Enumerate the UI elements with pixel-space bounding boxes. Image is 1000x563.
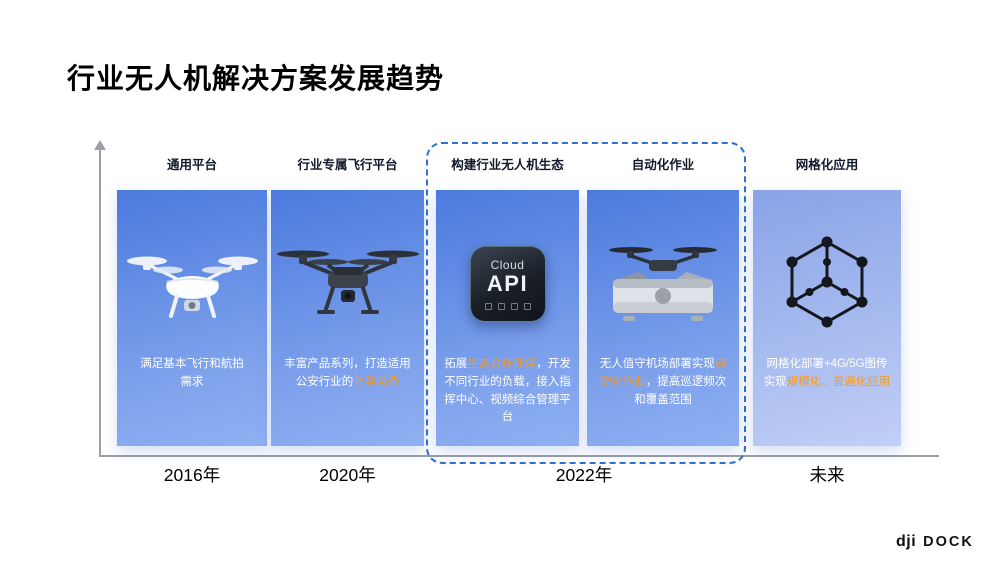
desc-segment: 网格化部署+4G/5G图传实现 [763,358,888,388]
dock-drone-icon [609,246,717,321]
desc-segment: 无人值守机场部署实现 [599,358,715,370]
desc-segment: 丰富产品系列，打造适用公安行业的 [284,358,411,388]
card-illustration [587,216,739,352]
timeline-axis-vertical [99,150,101,456]
desc-segment: ，提高巡逻频次和覆盖范围 [634,375,727,406]
column-header: 行业专属飞行平台 [297,158,398,172]
card-description: 拓展生态合作伙伴，开发不同行业的负载，接入指挥中心、视频综合管理平台 [444,356,572,427]
card-illustration [117,216,267,352]
cloud-api-label-cloud: Cloud [490,257,525,272]
cloud-api-icon: Cloud API [469,246,546,322]
matrice-drone-icon [276,250,419,314]
cloud-api-glyphs [484,303,531,311]
mesh-network-icon [786,236,867,327]
timeline-column-ecosystem: 构建行业无人机生态 Cloud API 拓展生态合作伙伴，开发不同行业的负载，接… [436,156,579,446]
column-card: 无人值守机场部署实现自动化作业，提高巡逻频次和覆盖范围 [587,190,739,446]
column-header: 构建行业无人机生态 [451,158,564,172]
desc-segment-highlight: 生态合作伙伴 [467,358,537,370]
column-card: 丰富产品系列，打造适用公安行业的单兵装备 [271,190,424,446]
cloud-api-label-api: API [486,270,529,296]
card-illustration: Cloud API [436,216,579,352]
axis-arrow-up-icon [94,140,106,150]
card-description: 丰富产品系列，打造适用公安行业的单兵装备 [284,356,412,392]
timeline-column-general-platform: 通用平台 满足基本飞行和航拍需求 [117,156,267,446]
desc-segment-highlight: 单兵装备 [353,375,400,388]
desc-segment: 满足基本飞行和航拍需求 [140,358,244,388]
desc-segment: ，开发不同行业的负载，接入指挥中心、视频综合管理平台 [444,358,571,424]
card-description: 网格化部署+4G/5G图传实现规模化、普遍化应用 [763,356,891,392]
card-description: 满足基本飞行和航拍需求 [136,356,248,392]
dock-wordmark: DOCK [923,534,974,550]
desc-segment: 拓展 [444,358,468,370]
year-label-future: 未来 [809,465,845,485]
column-card: 网格化部署+4G/5G图传实现规模化、普遍化应用 [753,190,901,446]
column-header: 通用平台 [166,158,217,172]
column-header: 网格化应用 [795,158,859,172]
timeline-column-automation: 自动化作业 [587,156,739,446]
page-title: 行业无人机解决方案发展趋势 [67,63,445,94]
ecosystem-highlight-outline [426,142,746,464]
column-card: Cloud API 拓展生态合作伙伴，开发不同行业的负载，接入指挥中心、视频综合… [436,190,579,446]
year-label-2016: 2016年 [163,465,221,485]
phantom-drone-icon [126,256,258,318]
timeline-column-grid-application: 网格化应用 [753,156,901,446]
column-card: 满足基本飞行和航拍需求 [117,190,267,446]
card-illustration [753,216,901,352]
year-label-2022: 2022年 [555,465,613,485]
card-description: 无人值守机场部署实现自动化作业，提高巡逻频次和覆盖范围 [599,356,727,409]
dji-logo: dji [896,533,917,550]
year-label-2020: 2020年 [319,465,376,485]
timeline-axis-horizontal [99,455,939,457]
card-illustration [271,216,424,352]
timeline-column-industry-platform: 行业专属飞行平台 [271,156,424,446]
column-header: 自动化作业 [631,158,695,172]
desc-segment-highlight: 规模化、普遍化应用 [786,375,891,388]
desc-segment-highlight: 自动化作业 [599,358,727,388]
dji-dock-logo: dji DOCK [896,533,974,551]
